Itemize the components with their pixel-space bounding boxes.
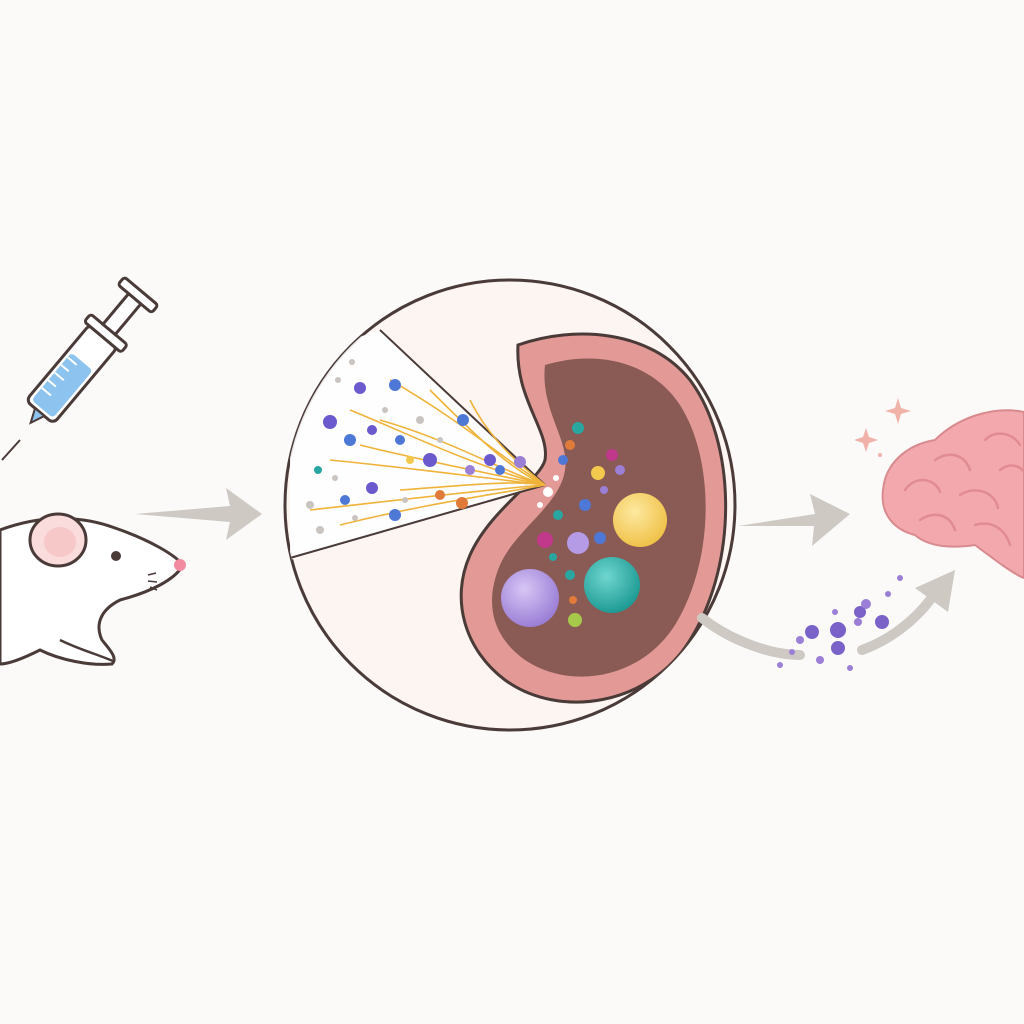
- syringe-icon: [1, 276, 159, 461]
- fiber-particles: [306, 359, 526, 534]
- spray-fibers: [309, 379, 546, 526]
- sparkle-icon: [854, 398, 911, 457]
- curved-arrow-particles: [697, 570, 955, 671]
- arrow-tissue-to-brain: [738, 494, 850, 546]
- vessel-particles: [501, 422, 667, 627]
- brain-icon: [881, 409, 1024, 580]
- magnified-tissue-icon: [283, 278, 737, 732]
- mouse-icon: [0, 512, 186, 666]
- arrow-mouse-to-tissue: [135, 488, 262, 540]
